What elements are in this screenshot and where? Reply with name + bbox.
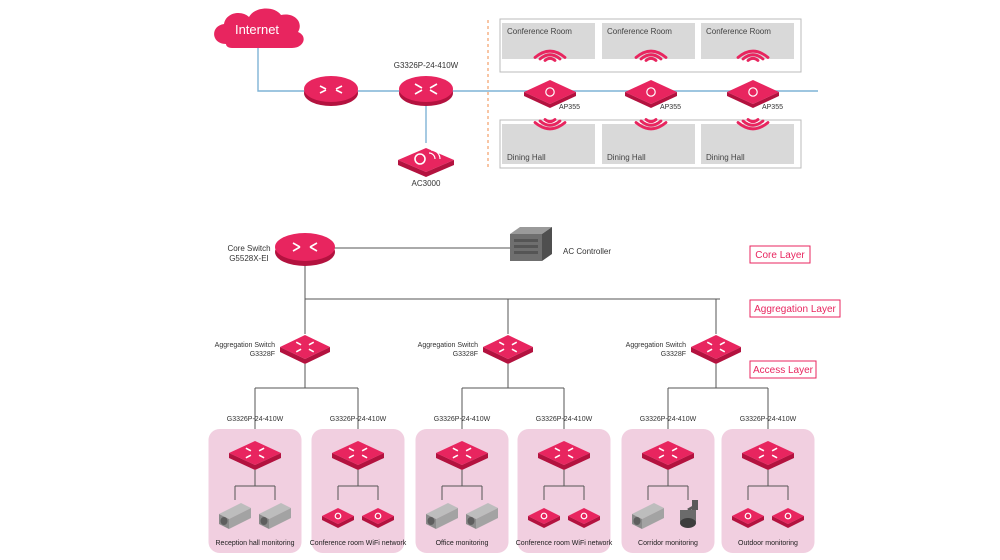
device-tree-line	[337, 470, 379, 500]
ap-icon	[732, 508, 764, 528]
wifi-up-icon	[634, 49, 668, 62]
access-bay-label: Corridor monitoring	[638, 540, 698, 547]
access-switch-label: G3326P-24-410W	[740, 416, 797, 423]
camera-icon	[632, 503, 664, 529]
wifi-down-icon	[634, 118, 668, 131]
access-switch-label: G3326P-24-410W	[330, 416, 387, 423]
access-switch-icon	[642, 441, 694, 470]
conference-room-label: Conference Room	[706, 27, 771, 36]
dome-camera-icon	[680, 500, 698, 528]
camera-icon	[259, 503, 291, 529]
ap-icon	[568, 508, 600, 528]
camera-icon	[466, 503, 498, 529]
wifi-up-icon	[736, 49, 770, 62]
access-switch-icon	[742, 441, 794, 470]
aggregation-switch-label: Aggregation Switch	[626, 342, 686, 349]
device-tree-line	[747, 470, 789, 500]
top-diagram: Internet G3326P-24-410W AC3000 Conferenc…	[214, 8, 818, 188]
access-switch-label: G3326P-24-410W	[227, 416, 284, 423]
device-tree-line	[543, 470, 585, 500]
ap-icon	[362, 508, 394, 528]
access-switch-icon	[436, 441, 488, 470]
access-bay-label: Outdoor monitoring	[738, 540, 798, 547]
dining-hall-box	[502, 124, 595, 164]
access-switch-icon	[229, 441, 281, 470]
conference-room-label: Conference Room	[507, 27, 572, 36]
aggregation-switch-icon	[691, 335, 741, 364]
access-bay-label: Conference room WiFi network	[310, 540, 407, 547]
svg-text:Access Layer: Access Layer	[753, 365, 814, 376]
access-switch-icon	[538, 441, 590, 470]
core-switch-model: G5528X-EI	[229, 254, 269, 263]
ap355-icon	[625, 80, 677, 108]
svg-text:Core Layer: Core Layer	[755, 250, 805, 261]
access-switch-icon	[332, 441, 384, 470]
wifi-up-icon	[533, 49, 567, 62]
ap-icon	[772, 508, 804, 528]
dining-hall-box	[602, 124, 695, 164]
ap355-label: AP355	[762, 104, 783, 111]
conference-room-box	[502, 23, 595, 59]
ap355-icon	[727, 80, 779, 108]
conference-room-label: Conference Room	[607, 27, 672, 36]
access-switch-label: G3326P-24-410W	[640, 416, 697, 423]
ap355-label: AP355	[559, 104, 580, 111]
ap-icon	[322, 508, 354, 528]
dining-hall-box	[701, 124, 794, 164]
access-switch-label: G3326P-24-410W	[536, 416, 593, 423]
layer-tag-access: Access Layer	[749, 360, 817, 379]
camera-icon	[219, 503, 251, 529]
access-bay-label: Reception hall monitoring	[216, 540, 295, 547]
internet-label: Internet	[235, 22, 279, 37]
ap-icon	[528, 508, 560, 528]
wifi-down-icon	[736, 118, 770, 131]
access-bay-label: Office monitoring	[436, 540, 489, 547]
ap355-label: AP355	[660, 104, 681, 111]
router-icon	[304, 76, 358, 106]
dining-hall-label: Dining Hall	[607, 153, 646, 162]
aggregation-switch-model: G3328F	[661, 351, 686, 358]
camera-icon	[426, 503, 458, 529]
bottom-diagram: Core Switch G5528X-EI AC Controller Core…	[208, 227, 841, 553]
dining-hall-label: Dining Hall	[706, 153, 745, 162]
server-icon	[510, 227, 552, 261]
aggregation-switch-model: G3328F	[453, 351, 478, 358]
device-tree-line	[647, 470, 689, 500]
aggregation-switch-label: Aggregation Switch	[418, 342, 478, 349]
internet-cloud: Internet	[214, 8, 304, 49]
aggregation-switch-icon	[483, 335, 533, 364]
device-tree-line	[441, 470, 483, 500]
dining-hall-label: Dining Hall	[507, 153, 546, 162]
core-switch-label: Core Switch	[227, 244, 270, 253]
layer-tag-aggregation: Aggregation Layer	[749, 299, 841, 318]
access-switch-label: G3326P-24-410W	[434, 416, 491, 423]
device-tree-line	[234, 470, 276, 500]
wifi-down-icon	[533, 118, 567, 131]
aggregation-switch-icon	[280, 335, 330, 364]
aggregation-switch-model: G3328F	[250, 351, 275, 358]
ac3000-label: AC3000	[412, 179, 441, 188]
svg-text:Aggregation Layer: Aggregation Layer	[754, 304, 836, 315]
top-switch-icon	[399, 76, 453, 106]
top-switch-label: G3326P-24-410W	[394, 61, 459, 70]
core-switch-icon	[275, 233, 335, 266]
ac-controller-label: AC Controller	[563, 247, 611, 256]
layer-tag-core: Core Layer	[749, 245, 811, 264]
conference-room-box	[602, 23, 695, 59]
aggregation-switch-label: Aggregation Switch	[215, 342, 275, 349]
ac3000-icon	[398, 148, 454, 177]
access-bay-label: Conference room WiFi network	[516, 540, 613, 547]
ap355-icon	[524, 80, 576, 108]
